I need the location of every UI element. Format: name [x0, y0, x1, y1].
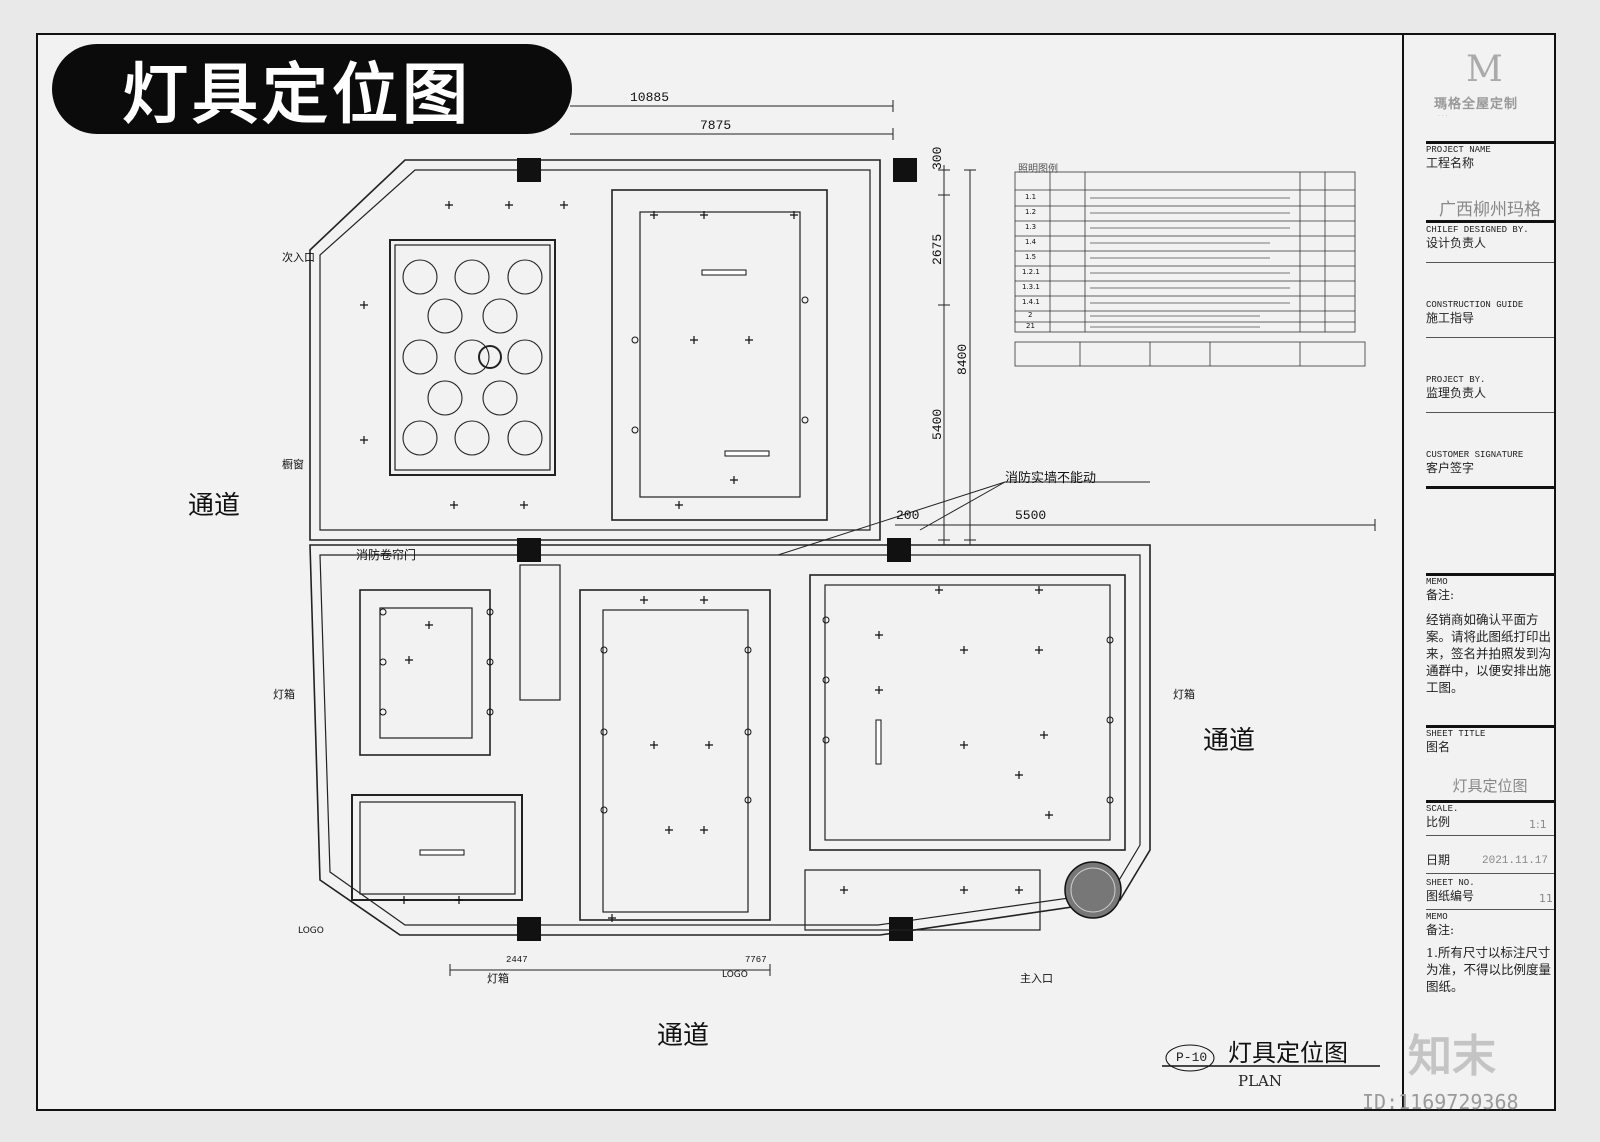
customer-signature-en: CUSTOMER SIGNATURE: [1426, 450, 1524, 460]
legend-row: 1.5: [1025, 253, 1037, 261]
legend-row: 1.4.1: [1022, 298, 1040, 306]
memo-en: MEMO: [1426, 577, 1448, 587]
memo-text: 经销商如确认平面方案。请将此图纸打印出来，签名并拍照发到沟通群中，以便安排出施工…: [1426, 612, 1552, 695]
sheet-number-label: P-10: [1176, 1050, 1208, 1065]
chief-designer-en: CHILEF DESIGNED BY.: [1426, 225, 1529, 235]
legend-row: 1.2: [1025, 208, 1037, 216]
scale-cn: 比例: [1426, 815, 1451, 829]
dim-right-5400: 5400: [930, 408, 945, 440]
display-window-label: 橱窗: [282, 458, 304, 471]
fire-wall-label: 消防实墙不能动: [1005, 471, 1097, 486]
dim-right-8400: 8400: [955, 343, 970, 375]
brand-logo-icon: M: [1466, 49, 1503, 90]
legend-row: 2: [1028, 311, 1033, 319]
scale-en: SCALE.: [1426, 804, 1459, 814]
footer-title: 灯具定位图: [1228, 1039, 1348, 1067]
title-block: M 瑪格全屋定制 · · · PROJECT NAME 工程名称 广西柳州玛格 …: [1402, 35, 1557, 1109]
legend-row: 1.4: [1025, 238, 1037, 246]
scale-value: 1:1: [1529, 818, 1547, 831]
main-entrance-label: 主入口: [1020, 972, 1053, 985]
dim-mid-200: 200: [896, 508, 920, 523]
watermark-brand: 知末: [1408, 1031, 1496, 1082]
project-name-en: PROJECT NAME: [1426, 145, 1491, 155]
customer-signature-cn: 客户签字: [1426, 461, 1475, 475]
sheet-title-en: SHEET TITLE: [1426, 729, 1486, 739]
lightbox-bottom-label: 灯箱: [487, 972, 509, 985]
memo2-text: 1.所有尺寸以标注尺寸为准，不得以比例度量图纸。: [1426, 945, 1552, 994]
corridor-left-label: 通道: [188, 491, 241, 521]
brand-logo-title: 瑪格全屋定制: [1434, 97, 1519, 112]
page-title: 灯具定位图: [122, 56, 472, 133]
brand-logo-subtitle: · · ·: [1438, 113, 1448, 120]
corridor-right-label: 通道: [1203, 726, 1256, 756]
date-value: 2021.11.17: [1482, 855, 1549, 867]
logo-bottom-label: LOGO: [722, 970, 748, 980]
construction-guide-cn: 施工指导: [1426, 311, 1475, 325]
project-name-cn: 工程名称: [1426, 156, 1475, 170]
logo-left-label: LOGO: [298, 926, 324, 936]
legend-row: 1.3: [1025, 223, 1037, 231]
dim-right-2675: 2675: [930, 233, 945, 265]
sheet-no-en: SHEET NO.: [1426, 878, 1475, 888]
dim-right-300: 300: [930, 146, 945, 170]
lightbox-right-label: 灯箱: [1173, 688, 1195, 701]
sheet-no-cn: 图纸编号: [1426, 889, 1475, 903]
title-banner: 灯具定位图: [52, 44, 572, 134]
sheet-title-cn: 图名: [1426, 740, 1451, 754]
footer-plan-label: PLAN: [1238, 1072, 1283, 1090]
watermark-id: ID:1169729368: [1362, 1090, 1519, 1114]
chief-designer-cn: 设计负责人: [1426, 236, 1487, 250]
corridor-bottom-label: 通道: [657, 1021, 710, 1051]
drawing-sheet: [36, 33, 1556, 1111]
legend-row: 1.2.1: [1022, 268, 1040, 276]
legend-title: 照明图例: [1018, 164, 1058, 175]
legend-row: 1.1: [1025, 193, 1037, 201]
memo2-en: MEMO: [1426, 912, 1448, 922]
dim-bottom-7767: 7767: [745, 955, 767, 965]
supervisor-cn: 监理负责人: [1426, 386, 1487, 400]
lightbox-left-label: 灯箱: [273, 688, 295, 701]
dim-mid-5500: 5500: [1015, 508, 1047, 523]
construction-guide-en: CONSTRUCTION GUIDE: [1426, 300, 1524, 310]
fire-door-label: 消防卷帘门: [356, 548, 417, 562]
dim-top-total: 10885: [630, 90, 670, 105]
dim-bottom-2447: 2447: [506, 955, 528, 965]
memo-cn: 备注:: [1426, 588, 1455, 602]
date-cn: 日期: [1426, 853, 1451, 867]
legend-row: 21: [1026, 322, 1035, 330]
sheet-no-value: 11: [1539, 892, 1553, 905]
sheet-title-value: 灯具定位图: [1452, 777, 1528, 795]
legend-row: 1.3.1: [1022, 283, 1040, 291]
secondary-entrance-label: 次入口: [282, 251, 315, 264]
dim-top-sub: 7875: [700, 118, 732, 133]
project-name-value: 广西柳州玛格: [1439, 200, 1541, 220]
supervisor-en: PROJECT BY.: [1426, 375, 1486, 385]
memo2-cn: 备注:: [1426, 923, 1455, 937]
